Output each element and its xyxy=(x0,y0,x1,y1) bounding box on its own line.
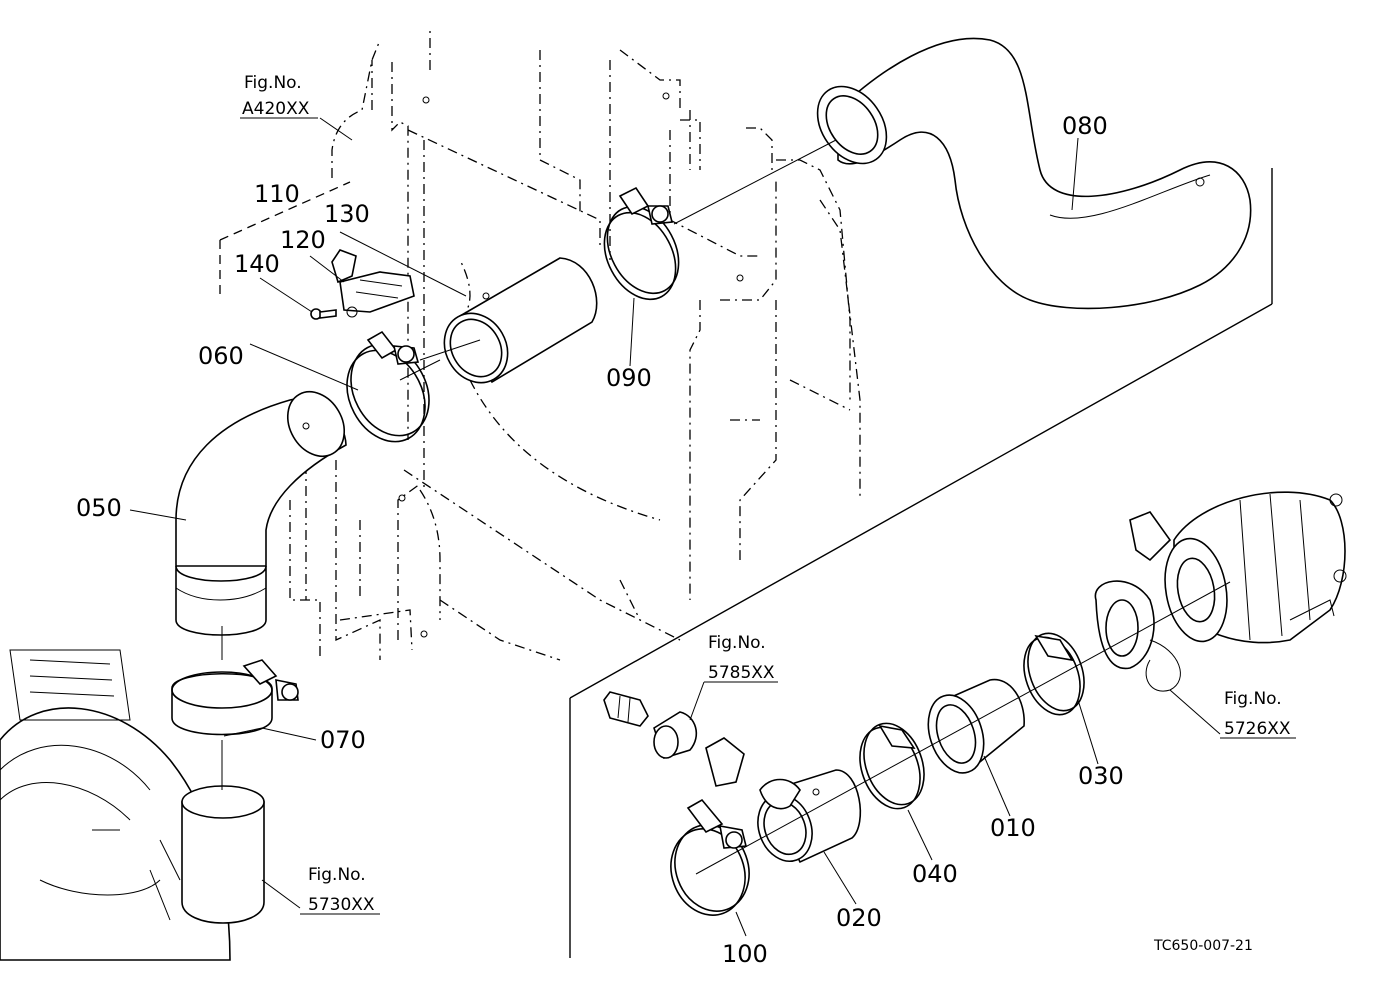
part-070-clamp[interactable] xyxy=(171,659,299,737)
ref-5726xx-number: 5726XX xyxy=(1224,719,1291,739)
label-060: 060 xyxy=(198,342,244,370)
part-090-clamp[interactable] xyxy=(590,186,693,312)
subassembly-frame xyxy=(569,168,1273,958)
ref-5785xx-number: 5785XX xyxy=(708,663,775,683)
label-050: 050 xyxy=(76,494,122,522)
ref-5785xx-label: Fig.No. xyxy=(708,633,766,653)
turbocharger xyxy=(1094,491,1347,692)
label-130: 130 xyxy=(324,200,370,228)
label-090: 090 xyxy=(606,364,652,392)
part-130-pipe[interactable] xyxy=(432,257,598,394)
label-100: 100 xyxy=(722,940,768,968)
part-050-elbow-hose[interactable] xyxy=(175,382,356,636)
breather-fitting xyxy=(603,691,801,810)
part-140-screw[interactable] xyxy=(310,308,337,320)
part-040-clamp[interactable] xyxy=(849,715,934,817)
part-060-clamp[interactable] xyxy=(332,330,445,456)
part-labels: 080 110 130 120 140 060 090 050 070 030 … xyxy=(76,112,1124,968)
label-040: 040 xyxy=(912,860,958,888)
label-010: 010 xyxy=(990,814,1036,842)
label-070: 070 xyxy=(320,726,366,754)
part-080-upper-hose[interactable] xyxy=(803,37,1252,310)
ref-a420xx-label: Fig.No. xyxy=(244,73,302,93)
part-100-clamp[interactable] xyxy=(659,798,761,926)
label-110: 110 xyxy=(254,180,300,208)
label-140: 140 xyxy=(234,250,280,278)
assembly-axes xyxy=(219,139,1231,875)
part-030-clamp[interactable] xyxy=(1014,626,1094,723)
air-cleaner xyxy=(0,649,265,961)
label-120: 120 xyxy=(280,226,326,254)
label-030: 030 xyxy=(1078,762,1124,790)
background-frame xyxy=(289,30,861,661)
ref-5730xx-number: 5730XX xyxy=(308,895,375,915)
label-020: 020 xyxy=(836,904,882,932)
leader-lines xyxy=(129,117,1221,937)
part-010-reducer-hose[interactable] xyxy=(919,678,1025,781)
ref-5726xx-label: Fig.No. xyxy=(1224,689,1282,709)
part-120-sensor[interactable] xyxy=(331,249,415,318)
ref-5730xx-label: Fig.No. xyxy=(308,865,366,885)
drawing-code: TC650-007-21 xyxy=(1153,938,1253,954)
label-080: 080 xyxy=(1062,112,1108,140)
figure-references: Fig.No. A420XX Fig.No. 5785XX Fig.No. 57… xyxy=(240,73,1296,915)
ref-a420xx-number: A420XX xyxy=(242,99,310,119)
